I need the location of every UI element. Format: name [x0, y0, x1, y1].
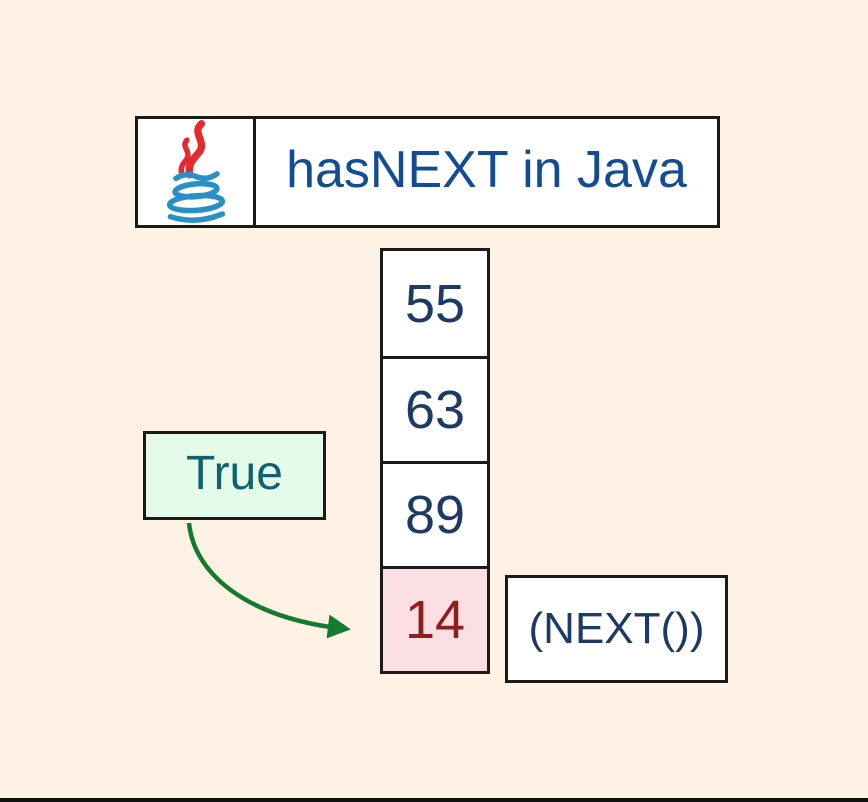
- method-label: (NEXT()): [528, 604, 705, 653]
- iterator-stack: 55 63 89 14: [380, 248, 490, 674]
- java-logo-icon: [135, 116, 256, 228]
- stack-cell: 55: [383, 251, 487, 356]
- bottom-border-line: [0, 798, 868, 802]
- header-title-box: hasNEXT in Java: [253, 116, 720, 228]
- stack-cell: 63: [383, 356, 487, 461]
- header: hasNEXT in Java: [135, 116, 720, 228]
- page-title: hasNEXT in Java: [286, 141, 687, 199]
- method-box: (NEXT()): [505, 575, 728, 683]
- result-label: True: [186, 446, 283, 500]
- stack-cell-highlighted: 14: [383, 566, 487, 671]
- stack-cell: 89: [383, 461, 487, 566]
- result-box: True: [143, 431, 326, 520]
